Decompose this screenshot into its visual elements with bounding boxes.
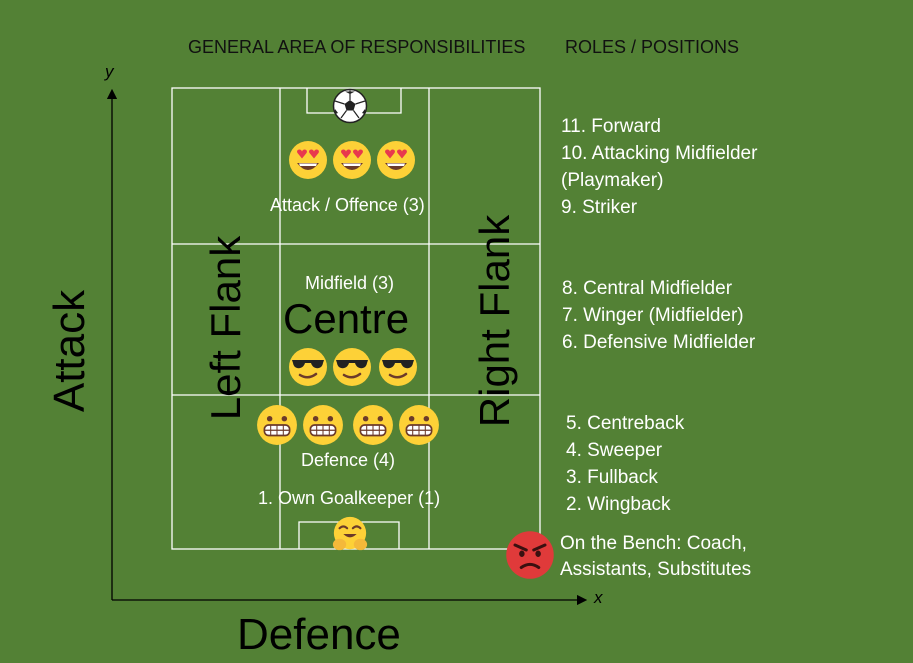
sunglasses-emoji-icon: [379, 348, 417, 386]
y-axis-title: Attack: [45, 289, 94, 413]
role-item: 3. Fullback: [566, 467, 658, 488]
grimacing-emoji-icon: [257, 405, 297, 445]
centre-label: Centre: [283, 295, 410, 342]
role-item: 4. Sweeper: [566, 440, 663, 461]
left-flank-label: Left Flank: [202, 235, 249, 421]
role-item: 10. Attacking Midfielder: [561, 143, 758, 164]
sunglasses-emoji-icon: [333, 348, 371, 386]
soccer-ball-icon: [332, 88, 368, 124]
heart-eyes-emoji-icon: [289, 141, 327, 179]
bench-line: Assistants, Substitutes: [560, 559, 752, 580]
role-item: 8. Central Midfielder: [562, 278, 733, 299]
right-flank-label: Right Flank: [471, 214, 518, 428]
role-item: 2. Wingback: [566, 494, 671, 515]
sunglasses-emoji-icon: [289, 348, 327, 386]
bench-line: On the Bench: Coach,: [560, 533, 747, 554]
heading-area-of-responsibilities: GENERAL AREA OF RESPONSIBILITIES: [188, 37, 526, 57]
y-axis-letter: y: [105, 62, 114, 81]
heart-eyes-emoji-icon: [377, 141, 415, 179]
role-item: 11. Forward: [561, 116, 661, 137]
x-axis-letter: x: [594, 588, 603, 607]
pitch-boundary: [171, 87, 541, 550]
grimacing-emoji-icon: [353, 405, 393, 445]
hugging-emoji-icon: [332, 516, 368, 551]
role-item: 6. Defensive Midfielder: [562, 332, 756, 353]
x-axis-title: Defence: [237, 610, 401, 659]
defence-zone-label: Defence (4): [301, 450, 396, 470]
role-item: 9. Striker: [561, 197, 638, 218]
role-item: (Playmaker): [561, 170, 664, 191]
role-item: 7. Winger (Midfielder): [562, 305, 744, 326]
grimacing-emoji-icon: [399, 405, 439, 445]
grimacing-emoji-icon: [303, 405, 343, 445]
heading-roles-positions: ROLES / POSITIONS: [565, 37, 740, 57]
heart-eyes-emoji-icon: [333, 141, 371, 179]
angry-emoji-icon: [506, 531, 554, 579]
role-item: 5. Centreback: [566, 413, 685, 434]
midfield-zone-label: Midfield (3): [305, 273, 395, 293]
goalkeeper-label: 1. Own Goalkeeper (1): [258, 488, 441, 508]
attack-zone-label: Attack / Offence (3): [270, 195, 425, 215]
